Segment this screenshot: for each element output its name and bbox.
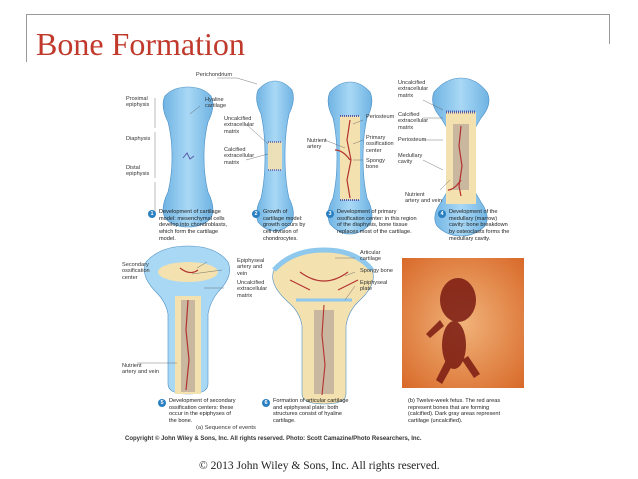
fetus-caption: (b) Twelve-week fetus. The red areas rep… — [408, 398, 501, 425]
fetus-icon — [426, 278, 480, 384]
label-perichondrium: Perichondrium — [196, 72, 233, 78]
label-periosteum-2: Periosteum — [398, 137, 427, 143]
step-3-text: Development of primary ossification cent… — [337, 209, 417, 236]
label-periosteum-1: Periosteum — [366, 114, 395, 120]
label-articular-cartilage: Articular cartilage — [360, 250, 382, 263]
label-nutrient-artery-vein-2: Nutrient artery and vein — [122, 363, 160, 376]
label-medullary-cavity: Medullary cavity — [398, 153, 423, 166]
slide-footer: © 2013 John Wiley & Sons, Inc. All right… — [199, 460, 440, 472]
label-calcified-matrix-1: Calcified extracellular matrix — [224, 147, 255, 166]
step-2-badge: 2 — [252, 210, 260, 218]
label-spongy-bone-2: Spongy bone — [360, 268, 393, 274]
sequence-caption: (a) Sequence of events — [196, 425, 256, 431]
figure-copyright: Copyright © John Wiley & Sons, Inc. All … — [125, 436, 422, 442]
step-1-text: Development of cartilage model: mesenchy… — [159, 209, 228, 242]
step-3-badge: 3 — [326, 210, 334, 218]
step-4-text: Development of the medullary (marrow) ca… — [449, 209, 510, 242]
cartilage-model-1 — [162, 86, 214, 228]
label-nutrient-artery-vein-1: Nutrient artery and vein — [405, 192, 443, 205]
label-secondary-ossification-center: Secondary ossification center — [122, 262, 150, 281]
slide-frame-top — [26, 14, 610, 15]
step-5-text: Development of secondary ossification ce… — [169, 398, 236, 425]
label-diaphysis: Diaphysis — [126, 136, 151, 142]
label-uncalcified-matrix-3: Uncalcified extracellular matrix — [237, 280, 268, 299]
label-primary-ossification-center: Primary ossification center — [366, 135, 394, 154]
step-6-text: Formation of articular cartilage and epi… — [273, 398, 349, 425]
fetus-photo — [402, 258, 524, 388]
slide-frame-right — [609, 14, 610, 44]
label-epiphyseal-artery-vein: Epiphyseal artery and vein — [237, 258, 265, 277]
label-uncalcified-matrix-2: Uncalcified extracellular matrix — [398, 80, 429, 99]
label-nutrient-artery: Nutrient artery — [307, 138, 327, 151]
label-calcified-matrix-2: Calcified extracellular matrix — [398, 112, 429, 131]
step-1-badge: 1 — [148, 210, 156, 218]
label-epiphyseal-plate: Epiphyseal plate — [360, 280, 388, 293]
slide-title: Bone Formation — [36, 26, 245, 62]
step-5-badge: 5 — [158, 399, 166, 407]
step-2-text: Growth of cartilage model: growth occurs… — [263, 209, 306, 242]
label-proximal-epiphysis: Proximal epiphysis — [126, 96, 150, 109]
label-spongy-bone-1: Spongy bone — [366, 158, 385, 171]
label-distal-epiphysis: Distal epiphysis — [126, 165, 150, 178]
step-4-badge: 4 — [438, 210, 446, 218]
step-6-badge: 6 — [262, 399, 270, 407]
label-hyaline-cartilage: Hyaline cartilage — [205, 97, 227, 110]
slide-frame-left — [26, 14, 27, 62]
label-uncalcified-matrix-1: Uncalcified extracellular matrix — [224, 116, 255, 135]
